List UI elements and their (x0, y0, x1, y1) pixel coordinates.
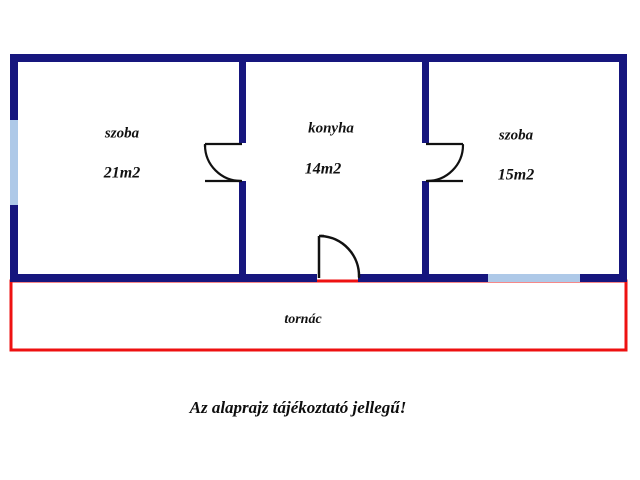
room-label-konyha: konyha (308, 120, 354, 136)
wall-interior-right-upper (422, 54, 429, 143)
door-kitchen-to-right-room (425, 143, 465, 183)
porch-outline (9, 279, 628, 352)
wall-bottom-exterior-right (580, 274, 627, 282)
wall-right-exterior (619, 54, 627, 282)
room-area-right-szoba: 15m2 (498, 167, 534, 184)
window-bottom-right-wall (488, 274, 580, 282)
disclaimer-caption: Az alaprajz tájékoztató jellegű! (189, 398, 407, 417)
wall-interior-left-upper (239, 54, 246, 143)
wall-bottom-exterior-left (10, 274, 317, 282)
porch-label-tornac: tornác (284, 312, 322, 327)
wall-left-exterior-upper (10, 54, 18, 120)
room-area-konyha: 14m2 (305, 161, 341, 178)
window-left-wall (10, 120, 18, 205)
door-left-room-to-kitchen (203, 143, 243, 183)
room-label-right-szoba: szoba (498, 127, 534, 143)
room-label-left-szoba: szoba (104, 125, 140, 141)
door-porch-to-kitchen (319, 234, 361, 279)
wall-left-exterior-lower (10, 205, 18, 282)
room-area-left-szoba: 21m2 (103, 165, 140, 182)
wall-interior-right-lower (422, 181, 429, 280)
wall-interior-left-lower (239, 181, 246, 280)
wall-top-exterior (10, 54, 627, 62)
